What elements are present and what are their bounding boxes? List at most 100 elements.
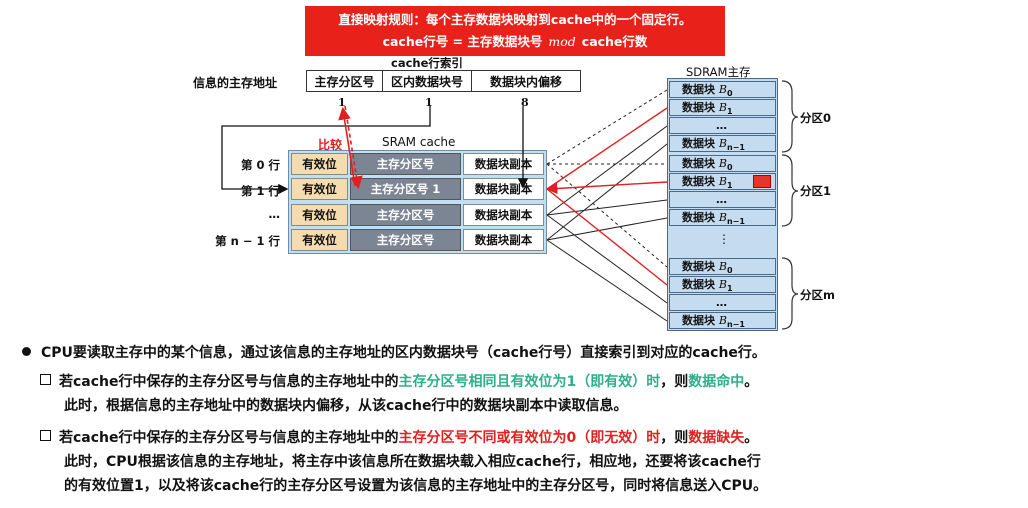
checkbox-square-icon	[40, 374, 51, 385]
partition-label-0: 分区0	[800, 111, 832, 125]
miss-text-c: ，则	[660, 430, 689, 446]
cache-row-2: 有效位 主存分区号 数据块副本	[291, 204, 544, 226]
address-value-partition: 1	[338, 96, 346, 109]
block-sub: 1	[726, 284, 733, 294]
hit-text-c: ，则	[660, 374, 689, 390]
block-sub: n−1	[726, 320, 745, 330]
bullet-hit: 若cache行中保存的主存分区号与信息的主存地址中的主存分区号相同且有效位为1（…	[40, 371, 758, 393]
miss-condition: 主存分区号不同或有效位为0（即无效）时	[398, 430, 661, 446]
checkbox-square-icon	[40, 430, 51, 441]
block-sub: 1	[726, 107, 733, 117]
miss-text-a: 若cache行中保存的主存分区号与信息的主存地址中的	[59, 430, 399, 446]
cache-row-label-last: 第 n − 1 行	[215, 234, 280, 248]
cache-index-label: cache行索引	[391, 56, 463, 70]
address-field-partition: 主存分区号	[306, 70, 383, 92]
sdram-title: SDRAM主存	[686, 65, 751, 79]
partition-tag: 主存分区号	[350, 204, 461, 226]
block-p1-dots: …	[669, 191, 776, 208]
address-row-label: 信息的主存地址	[193, 76, 278, 90]
banner-line1: 直接映射规则：每个主存数据块映射到cache中的一个固定行。	[338, 12, 692, 27]
block-sub: 0	[726, 266, 733, 276]
valid-bit: 有效位	[291, 229, 348, 251]
mapping-lines-row1	[546, 107, 668, 286]
cache-row-last: 有效位 主存分区号 数据块副本	[291, 229, 544, 251]
banner-formula-right: cache行数	[581, 34, 648, 49]
mapping-lines-row2	[546, 125, 668, 304]
block-copy: 数据块副本	[463, 229, 544, 251]
block-label: 数据块	[682, 260, 715, 273]
valid-bit: 有效位	[291, 204, 348, 226]
address-field-offset: 数据块内偏移	[471, 70, 581, 92]
connector-overlay	[221, 80, 799, 330]
block-p1-b0: 数据块 B0	[669, 155, 776, 172]
cache-row-label-1: 第 1 行	[240, 184, 280, 198]
partition-tag: 主存分区号 1	[350, 178, 461, 200]
block-label: 数据块	[682, 83, 715, 96]
block-sub: n−1	[726, 217, 745, 227]
mapping-rule-banner: 直接映射规则：每个主存数据块映射到cache中的一个固定行。 cache行号 =…	[305, 6, 725, 56]
mapping-lines-row0	[546, 89, 668, 268]
hit-text-a: 若cache行中保存的主存分区号与信息的主存地址中的	[59, 374, 399, 390]
bullet-main: CPU要读取主存中的某个信息，通过该信息的主存地址的区内数据块号（cache行号…	[22, 342, 766, 364]
block-sub: 1	[726, 181, 733, 191]
block-label: 数据块	[682, 314, 715, 327]
bullet-miss: 若cache行中保存的主存分区号与信息的主存地址中的主存分区号不同或有效位为0（…	[40, 427, 758, 449]
brace-partition-1	[781, 154, 799, 227]
address-value-block: 1	[425, 96, 433, 109]
block-p1-b1: 数据块 B1	[669, 173, 776, 190]
valid-bit: 有效位	[291, 178, 348, 200]
partition-label-m: 分区m	[800, 288, 835, 302]
valid-bit: 有效位	[291, 153, 348, 175]
index-arrow	[221, 105, 431, 195]
target-info-marker	[753, 175, 771, 188]
bullet-dot-icon	[22, 347, 31, 356]
cache-row-label-dots: …	[268, 207, 281, 221]
block-sub: 0	[726, 163, 733, 173]
block-sub: n−1	[726, 143, 745, 153]
mapping-lines-row-last	[546, 143, 668, 322]
compare-arrow	[344, 105, 363, 190]
partition-vdots: ⋮	[718, 232, 730, 246]
address-value-offset: 8	[521, 96, 529, 109]
block-p0-dots: …	[669, 117, 776, 134]
hit-condition: 主存分区号相同且有效位为1（即有效）时	[398, 374, 661, 390]
block-pm-bn: 数据块 Bn−1	[669, 312, 776, 329]
partition-label-1: 分区1	[800, 184, 832, 198]
cache-row-label-0: 第 0 行	[240, 158, 280, 172]
block-copy: 数据块副本	[463, 204, 544, 226]
block-label: 数据块	[682, 157, 715, 170]
brace-partition-0	[781, 80, 799, 153]
miss-line3: 的有效位置1，以及将该cache行的主存分区号设置为该信息的主存地址中的主存分区…	[64, 478, 768, 494]
hit-line2: 此时，根据信息的主存地址中的数据块内偏移，从该cache行中的数据块副本中读取信…	[64, 398, 628, 414]
compare-label: 比较	[318, 138, 343, 152]
block-p0-b1: 数据块 B1	[669, 99, 776, 116]
miss-text-e: 。	[744, 430, 759, 446]
block-label: 数据块	[682, 211, 715, 224]
block-label: 数据块	[682, 175, 715, 188]
block-p0-bn: 数据块 Bn−1	[669, 135, 776, 152]
banner-mod: mod	[548, 34, 576, 49]
block-label: 数据块	[682, 137, 715, 150]
block-copy: 数据块副本	[463, 153, 544, 175]
block-label: 数据块	[682, 278, 715, 291]
banner-line2: cache行号 = 主存数据块号 mod cache行数	[305, 31, 725, 53]
hit-result: 数据命中	[688, 374, 745, 390]
block-pm-b0: 数据块 B0	[669, 258, 776, 275]
compare-arrow-up	[338, 106, 356, 187]
hit-text-e: 。	[744, 374, 759, 390]
partition-tag: 主存分区号	[350, 153, 461, 175]
address-field-block: 区内数据块号	[382, 70, 472, 92]
block-p1-bn: 数据块 Bn−1	[669, 209, 776, 226]
cache-title: SRAM cache	[382, 135, 456, 149]
block-p0-b0: 数据块 B0	[669, 81, 776, 98]
miss-result: 数据缺失	[688, 430, 745, 446]
miss-line2: 此时，CPU根据该信息的主存地址，将主存中该信息所在数据块载入相应cache行，…	[64, 454, 761, 470]
block-label: 数据块	[682, 101, 715, 114]
partition-tag: 主存分区号	[350, 229, 461, 251]
block-pm-b1: 数据块 B1	[669, 276, 776, 293]
banner-formula-left: cache行号 = 主存数据块号	[382, 34, 543, 49]
block-pm-dots: …	[669, 294, 776, 311]
bullet-main-text: CPU要读取主存中的某个信息，通过该信息的主存地址的区内数据块号（cache行号…	[41, 345, 766, 361]
block-sub: 0	[726, 89, 733, 99]
brace-partition-m	[781, 257, 799, 330]
